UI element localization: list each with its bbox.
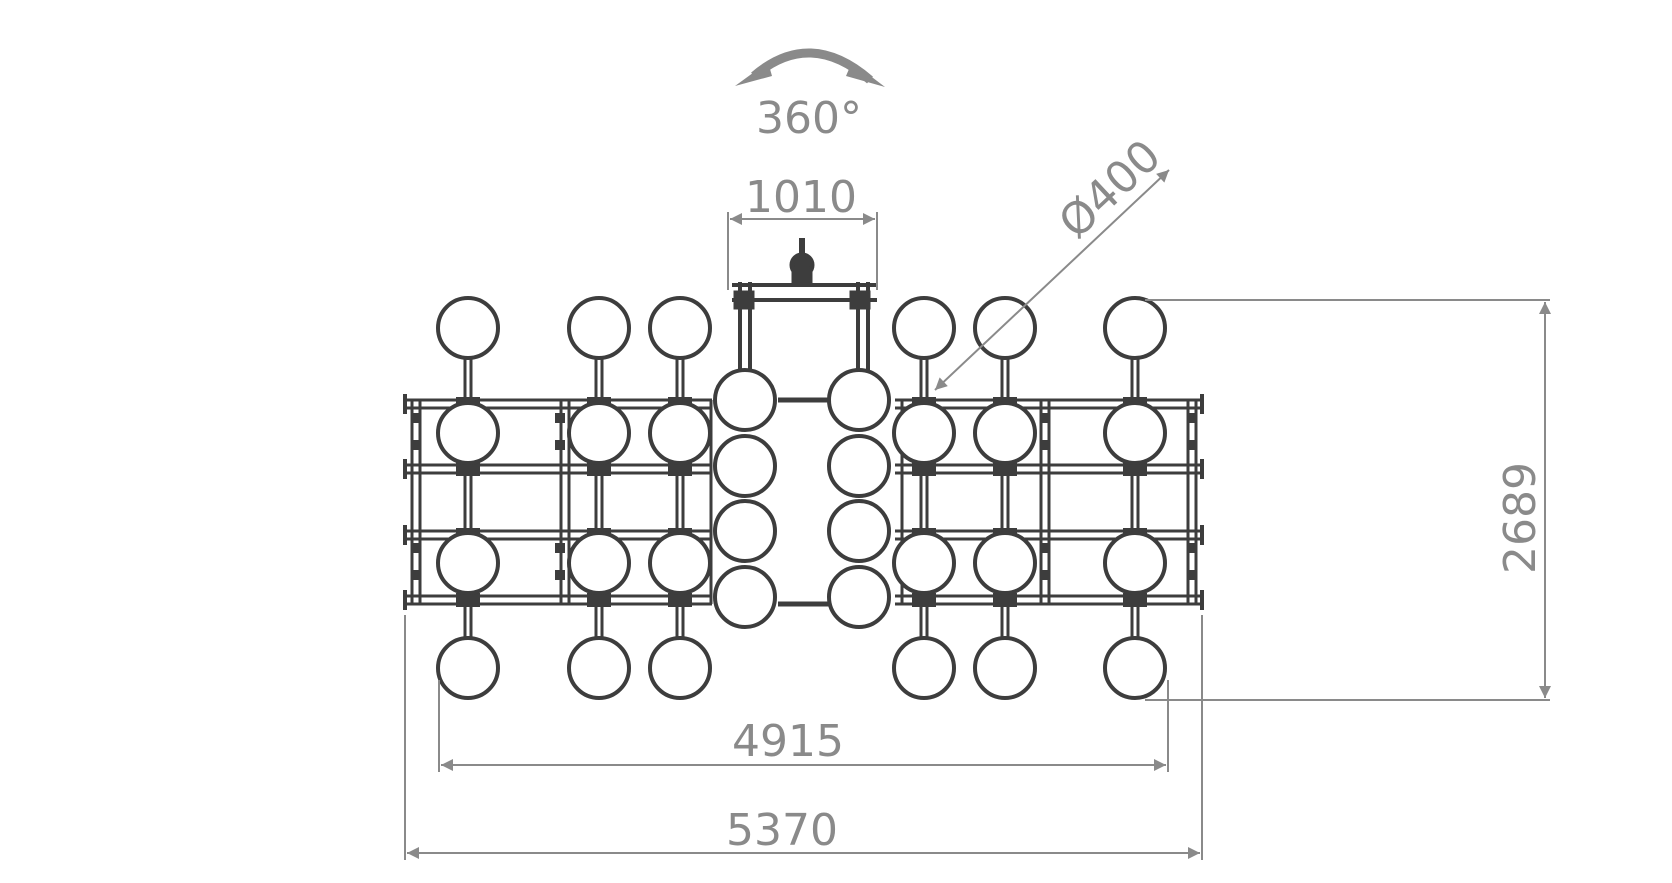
bearing-block — [993, 593, 1017, 607]
rotation-arrow-icon — [735, 48, 885, 87]
wheel — [892, 401, 956, 465]
wheel — [567, 401, 631, 465]
wheel — [567, 296, 631, 360]
wheel — [973, 636, 1037, 700]
wheel-array — [436, 296, 1167, 700]
wheel — [1103, 636, 1167, 700]
hitch-base — [791, 269, 813, 285]
wheel — [713, 565, 777, 629]
bearing-block — [456, 462, 480, 476]
wheel — [892, 296, 956, 360]
post-bracket — [555, 570, 565, 580]
post-bracket — [411, 413, 421, 423]
width-wheels-label: 4915 — [732, 716, 844, 767]
hitch-clamp — [849, 290, 871, 310]
wheel — [973, 401, 1037, 465]
wheel — [973, 531, 1037, 595]
post-bracket — [1187, 440, 1197, 450]
wheel — [892, 531, 956, 595]
post-bracket — [1040, 570, 1050, 580]
wheel — [436, 296, 500, 360]
wheel — [1103, 401, 1167, 465]
wheel — [648, 636, 712, 700]
post-bracket — [411, 543, 421, 553]
diameter-dimension — [934, 169, 1170, 391]
wheel — [1103, 296, 1167, 360]
wheel — [827, 368, 891, 432]
bearing-block — [587, 462, 611, 476]
bearing-block — [993, 462, 1017, 476]
post-bracket — [555, 543, 565, 553]
wheel — [892, 636, 956, 700]
bearing-block — [587, 593, 611, 607]
wheel — [567, 531, 631, 595]
bearing-block — [456, 593, 480, 607]
dimension-lines — [404, 169, 1551, 860]
wheel — [567, 636, 631, 700]
wheel — [1103, 531, 1167, 595]
diameter-label: Ø400 — [1049, 130, 1171, 248]
wheel — [827, 434, 891, 498]
wheel — [713, 434, 777, 498]
bearing-block — [668, 462, 692, 476]
post-bracket — [555, 413, 565, 423]
post-bracket — [1040, 543, 1050, 553]
wheel — [713, 368, 777, 432]
wheel — [648, 401, 712, 465]
hitch-clamp — [733, 290, 755, 310]
depth-label: 2689 — [1495, 462, 1546, 574]
wheel — [648, 296, 712, 360]
bearing-block — [1123, 593, 1147, 607]
wheel — [973, 296, 1037, 360]
bearing-block — [912, 462, 936, 476]
wheel — [648, 531, 712, 595]
bearing-block — [912, 593, 936, 607]
wheel — [827, 565, 891, 629]
width-top-label: 1010 — [745, 172, 857, 223]
width-total-label: 5370 — [726, 805, 838, 856]
post-bracket — [555, 440, 565, 450]
post-bracket — [1187, 413, 1197, 423]
post-bracket — [411, 440, 421, 450]
post-bracket — [411, 570, 421, 580]
frame-structure — [403, 238, 1204, 640]
wheel — [436, 531, 500, 595]
wheel — [827, 499, 891, 563]
post-bracket — [1187, 543, 1197, 553]
bearing-block — [668, 593, 692, 607]
post-bracket — [1040, 413, 1050, 423]
wheel — [436, 401, 500, 465]
wheel — [713, 499, 777, 563]
wheel — [436, 636, 500, 700]
rotation-label: 360° — [756, 93, 862, 144]
bearing-block — [1123, 462, 1147, 476]
post-bracket — [1187, 570, 1197, 580]
post-bracket — [1040, 440, 1050, 450]
